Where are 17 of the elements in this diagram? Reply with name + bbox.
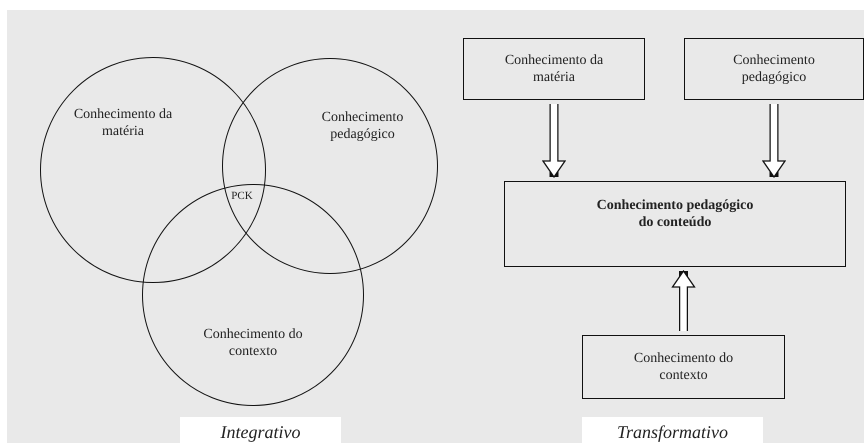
pck-label: PCK: [230, 190, 254, 202]
circle-label: Conhecimento da matéria: [72, 106, 174, 140]
caption: Integrativo: [180, 417, 341, 443]
process-box: [684, 38, 864, 100]
box-label: Conhecimento do contexto: [632, 350, 734, 384]
box-label: Conhecimento da matéria: [504, 52, 604, 86]
venn-circle: [222, 58, 438, 274]
process-box: [463, 38, 645, 100]
process-box: [504, 181, 846, 267]
circle-label: Conhecimento do contexto: [202, 326, 304, 360]
venn-circle: [142, 184, 364, 406]
process-box: [582, 335, 785, 399]
circle-label: Conhecimento pedagógico: [320, 109, 404, 143]
box-label: Conhecimento pedagógico do conteúdo: [596, 197, 754, 231]
box-label: Conhecimento pedagógico: [732, 52, 816, 86]
caption: Transformativo: [582, 417, 763, 443]
venn-circle: [40, 57, 266, 283]
